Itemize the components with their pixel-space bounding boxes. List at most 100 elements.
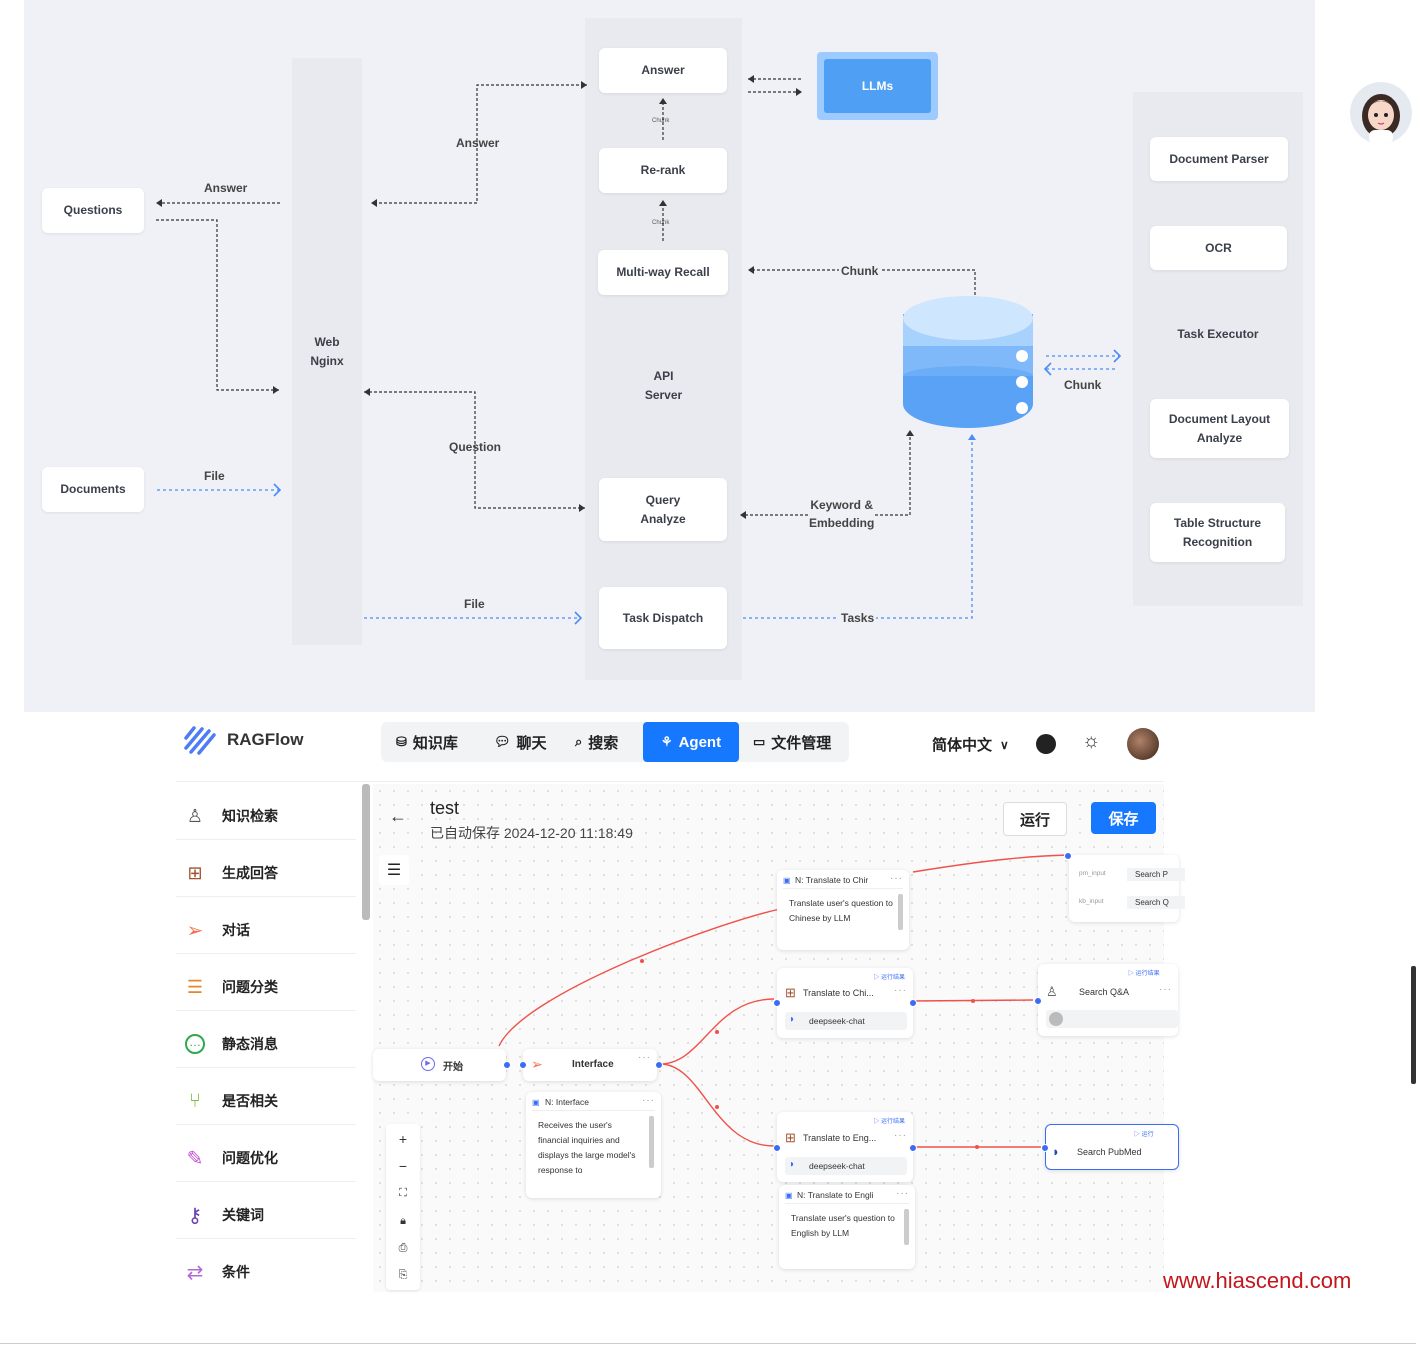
import-icon[interactable]: ⎙ (398, 1241, 408, 1254)
translate-en-input-handle[interactable] (773, 1144, 781, 1152)
file-left-label: File (204, 469, 225, 483)
answer-box: Answer (599, 48, 727, 93)
tab-search[interactable]: ⌕搜索 (575, 734, 619, 752)
agent-graph-icon: ⚘ (660, 734, 673, 749)
play-icon: ▶ (421, 1057, 435, 1071)
more-icon[interactable]: ··· (890, 873, 903, 884)
begin-output-handle[interactable] (503, 1061, 511, 1069)
sidebar-item-categorize[interactable]: ☰ 问题分类 (176, 964, 356, 1011)
note-icon: ▣ (783, 876, 791, 885)
zoom-in-icon[interactable]: + (398, 1131, 408, 1147)
file-bottom-label: File (464, 597, 485, 611)
retrieval-input-node[interactable]: pm_input Search P kb_input Search Q (1069, 855, 1185, 922)
search-qa-node[interactable]: ▷ 运行结果 ♙ Search Q&A ··· (1038, 964, 1178, 1036)
rerank-box: Re-rank (599, 148, 727, 193)
lock-icon[interactable]: 🔒︎ (400, 1214, 406, 1227)
note-scrollbar[interactable] (904, 1209, 909, 1245)
rocket-icon: ♙ (1046, 984, 1058, 999)
tab-knowledge-base[interactable]: ⛁知识库 (396, 734, 458, 752)
sidebar-item-condition[interactable]: ⇄ 条件 (176, 1249, 356, 1295)
knowledge-chip (1046, 1010, 1178, 1028)
interface-output-handle[interactable] (655, 1061, 663, 1069)
search-pubmed-node[interactable]: ▷ 运行 ◗ Search PubMed (1045, 1124, 1179, 1170)
generate-grid-icon: ⊞ (187, 862, 203, 883)
page-scrollbar[interactable] (1411, 966, 1416, 1084)
tasks-label: Tasks (839, 611, 877, 625)
search-qa-input-handle[interactable] (1034, 997, 1042, 1005)
user-avatar[interactable] (1350, 82, 1412, 144)
language-selector[interactable]: 简体中文 ∨ (932, 737, 1009, 754)
sidebar-item-generate[interactable]: ⊞ 生成回答 (176, 850, 356, 897)
database-icon (903, 296, 1033, 428)
translate-cn-input-handle[interactable] (773, 999, 781, 1007)
watermark: www.hiascend.com (1163, 1268, 1352, 1293)
translate-en-output-handle[interactable] (909, 1144, 917, 1152)
run-result-tag[interactable]: ▷ 运行结果 (873, 975, 905, 981)
more-icon[interactable]: ··· (642, 1095, 655, 1106)
translate-cn-output-handle[interactable] (909, 999, 917, 1007)
more-icon[interactable]: ··· (894, 1130, 907, 1141)
tab-file-management[interactable]: ▭文件管理 (753, 734, 832, 752)
sidebar-item-dialog[interactable]: ➢ 对话 (176, 907, 356, 954)
llms-box: LLMs (817, 52, 938, 120)
sidebar-item-retrieval[interactable]: ♙ 知识检索 (176, 793, 356, 840)
switch-arrows-icon: ⇄ (186, 1261, 204, 1284)
whale-icon: ◗ (789, 1159, 796, 1170)
sidebar-scrollbar[interactable] (362, 784, 370, 920)
account-avatar[interactable] (1127, 728, 1159, 760)
theme-sun-icon[interactable]: ☼ (1082, 730, 1101, 752)
more-icon[interactable]: ··· (638, 1052, 651, 1063)
run-result-tag[interactable]: ▷ 运行结果 (873, 1119, 905, 1125)
back-arrow-icon[interactable]: ← (389, 806, 407, 826)
more-icon[interactable]: ··· (1159, 984, 1172, 995)
avatar-placeholder-icon (1049, 1012, 1063, 1026)
architecture-diagram: Questions Documents Web Nginx API Server… (24, 0, 1315, 712)
note-scrollbar[interactable] (649, 1116, 654, 1168)
web-nginx-column (292, 58, 362, 645)
retrieval-input-handle[interactable] (1064, 852, 1072, 860)
note-translate-english[interactable]: ▣ N: Translate to Engli ··· Translate us… (779, 1185, 915, 1269)
sidebar-item-keyword[interactable]: ⚷ 关键词 (176, 1192, 356, 1239)
sidebar-item-rewrite[interactable]: ✎ 问题优化 (176, 1135, 356, 1182)
note-scrollbar[interactable] (898, 894, 903, 930)
translate-english-node[interactable]: ▷ 运行结果 ⊞ Translate to Eng... ··· ◗ deeps… (777, 1112, 913, 1182)
task-dispatch-box: Task Dispatch (599, 587, 727, 649)
answer-top-label: Answer (456, 136, 500, 150)
interface-input-handle[interactable] (519, 1061, 527, 1069)
tab-agent[interactable]: ⚘Agent (643, 722, 739, 762)
model-chip: ◗ deepseek-chat (785, 1012, 907, 1030)
run-result-tag[interactable]: ▷ 运行 (1134, 1132, 1154, 1138)
run-result-tag[interactable]: ▷ 运行结果 (1128, 971, 1160, 977)
run-button[interactable]: 运行 (1003, 802, 1067, 836)
chunk-top-label: Chunk (839, 264, 881, 278)
zoom-toolbar (386, 1124, 420, 1290)
interface-node[interactable]: ➢ Interface ··· (523, 1049, 657, 1081)
save-button[interactable]: 保存 (1091, 802, 1156, 834)
flow-canvas[interactable] (373, 784, 1164, 1292)
search-pubmed-input-handle[interactable] (1041, 1144, 1049, 1152)
input-row-kb: kb_input Search Q (1077, 895, 1185, 911)
fit-view-icon[interactable]: ⛶ (399, 1186, 407, 1199)
chunk-tiny-label-1: Chunk (652, 118, 670, 124)
brand-name: RAGFlow (227, 730, 304, 749)
sidebar-item-relevant[interactable]: ⑂ 是否相关 (176, 1078, 356, 1125)
github-icon[interactable] (1036, 734, 1056, 754)
note-interface[interactable]: ▣ N: Interface ··· Receives the user's f… (526, 1092, 661, 1198)
list-menu-icon[interactable]: ☰ (379, 855, 409, 885)
web-nginx-label: Web Nginx (310, 335, 344, 368)
export-icon[interactable]: ⎘ (398, 1268, 408, 1281)
bottom-divider (0, 1343, 1416, 1344)
generate-grid-icon: ⊞ (785, 1130, 796, 1145)
zoom-out-icon[interactable]: − (398, 1158, 408, 1174)
keyword-embedding-label: Keyword & Embedding (809, 496, 875, 532)
edit-icon: ✎ (186, 1147, 204, 1170)
begin-node[interactable]: ▶ 开始 (373, 1049, 506, 1081)
more-icon[interactable]: ··· (896, 1188, 909, 1199)
sidebar-item-static-message[interactable]: … 静态消息 (176, 1021, 356, 1068)
note-translate-chinese[interactable]: ▣ N: Translate to Chir ··· Translate use… (777, 870, 909, 950)
more-icon[interactable]: ··· (894, 985, 907, 996)
translate-chinese-node[interactable]: ▷ 运行结果 ⊞ Translate to Chi... ··· ◗ deeps… (777, 968, 913, 1038)
tab-chat[interactable]: 💬︎聊天 (494, 734, 547, 752)
